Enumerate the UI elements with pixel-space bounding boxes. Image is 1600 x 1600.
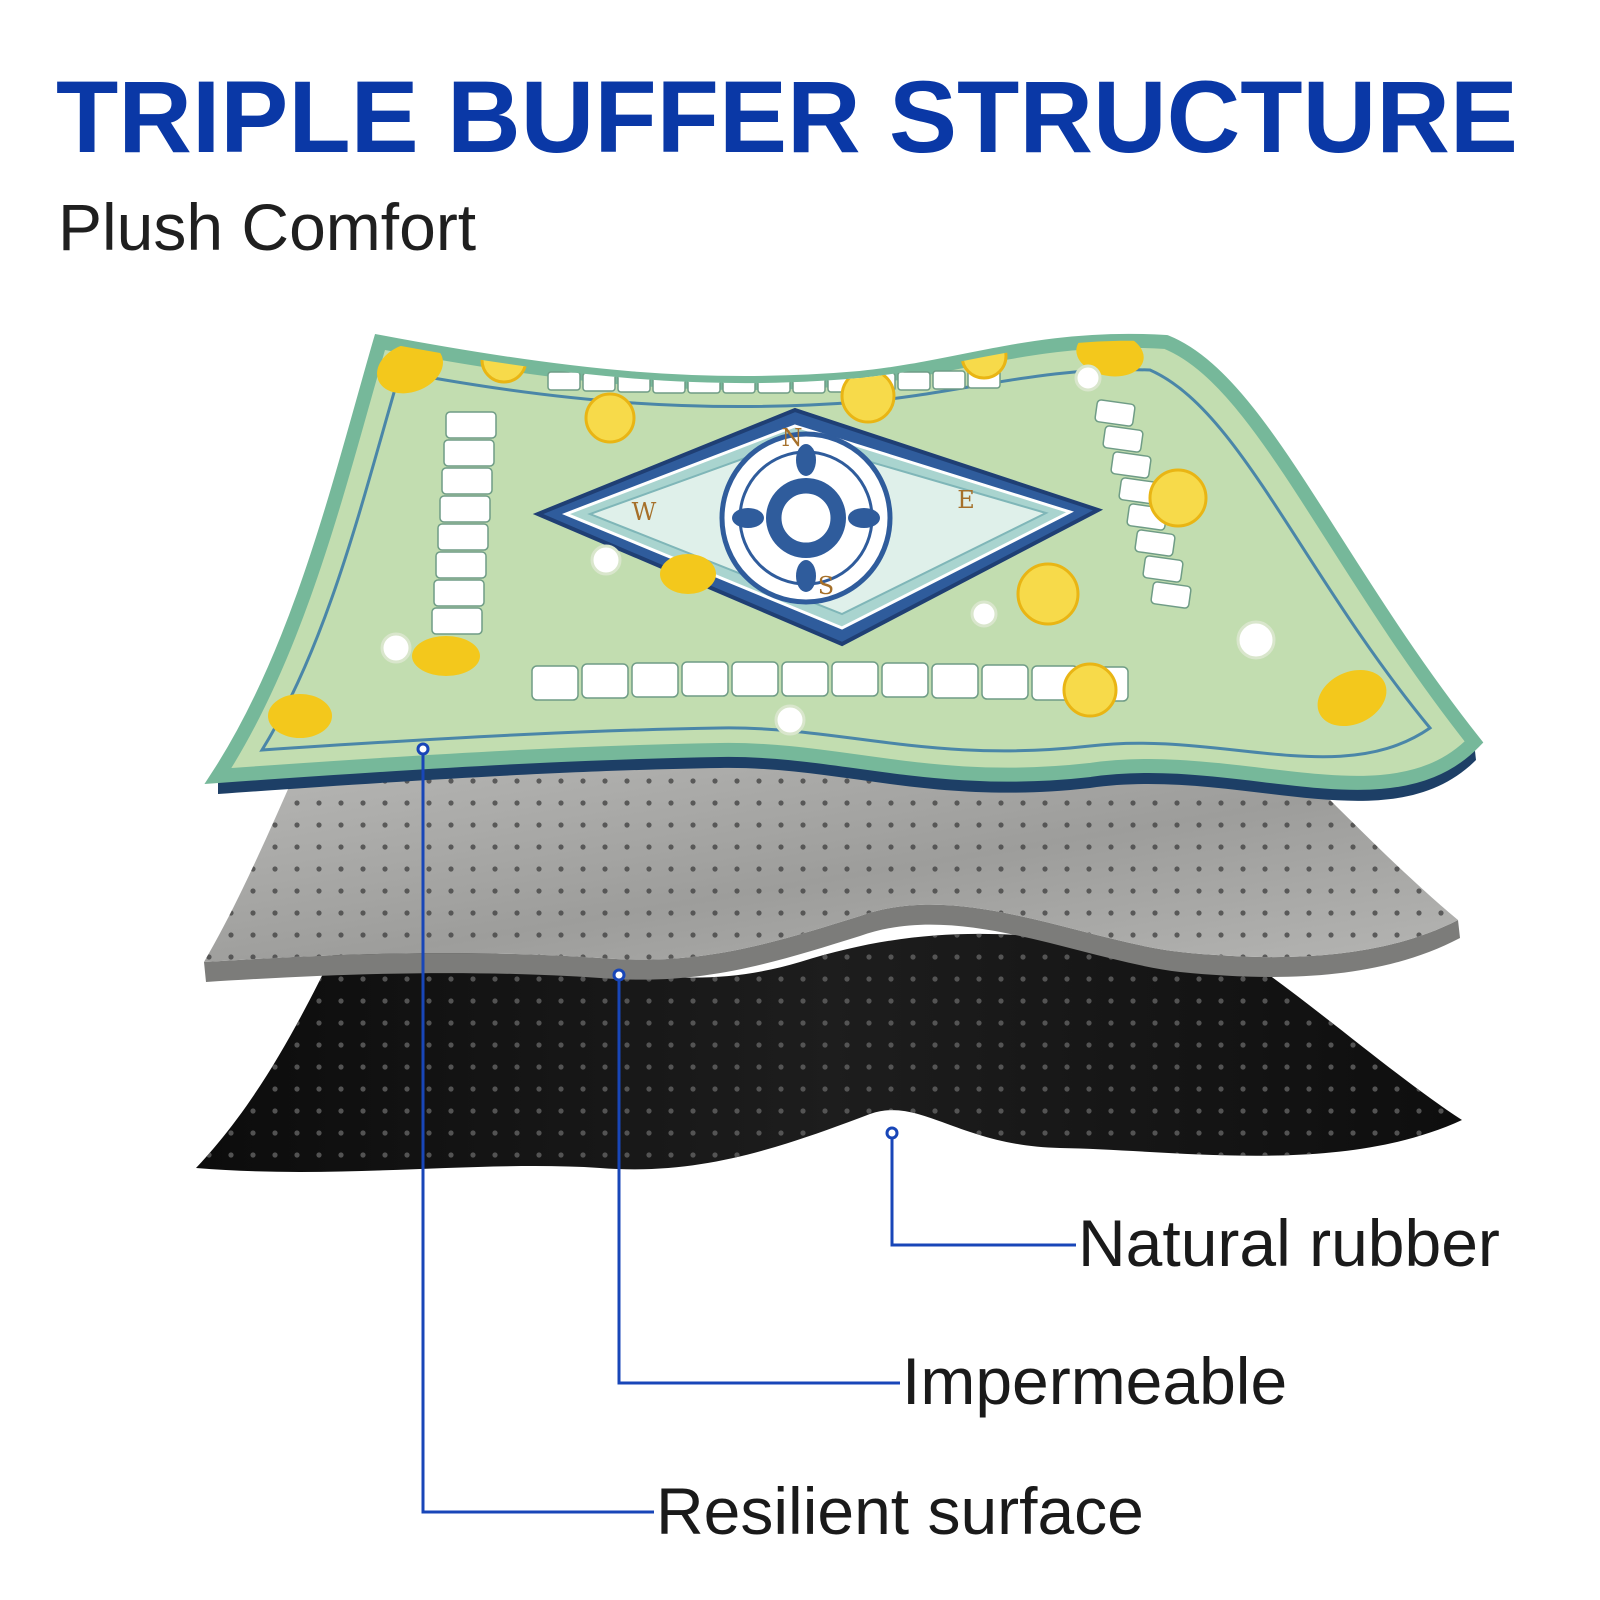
callout-dot-impermeable [612, 968, 626, 982]
resilient-surface-layer: N E S W [204, 333, 1484, 801]
natural-rubber-holes [196, 933, 1462, 1172]
subheadline: Plush Comfort [58, 190, 477, 264]
callout-line-impermeable [617, 975, 900, 1385]
tile-column-right [1094, 399, 1192, 609]
callout-lines [421, 749, 1076, 1514]
label-impermeable: Impermeable [902, 1344, 1288, 1418]
callout-line-resilient [421, 749, 654, 1514]
compass-west: W [632, 498, 657, 526]
callout-dot-natural-rubber [885, 1126, 899, 1140]
callout-dot-resilient [416, 742, 430, 756]
compass-medallion: N E S W [532, 407, 1104, 647]
natural-rubber-layer [196, 933, 1462, 1172]
compass-south: S [818, 572, 834, 600]
label-resilient-surface: Resilient surface [656, 1474, 1144, 1548]
compass-north: N [782, 424, 803, 452]
impermeable-holes [204, 754, 1458, 962]
tile-column-left [431, 411, 497, 635]
impermeable-edge [204, 904, 1460, 982]
label-natural-rubber: Natural rubber [1078, 1206, 1500, 1280]
mat-artwork: N E S W [259, 340, 1433, 759]
headline: TRIPLE BUFFER STRUCTURE [56, 60, 1518, 174]
impermeable-layer [204, 754, 1460, 982]
callout-line-natural-rubber [890, 1133, 1076, 1247]
compass-east: E [957, 486, 975, 514]
callout-dots [416, 742, 899, 1140]
